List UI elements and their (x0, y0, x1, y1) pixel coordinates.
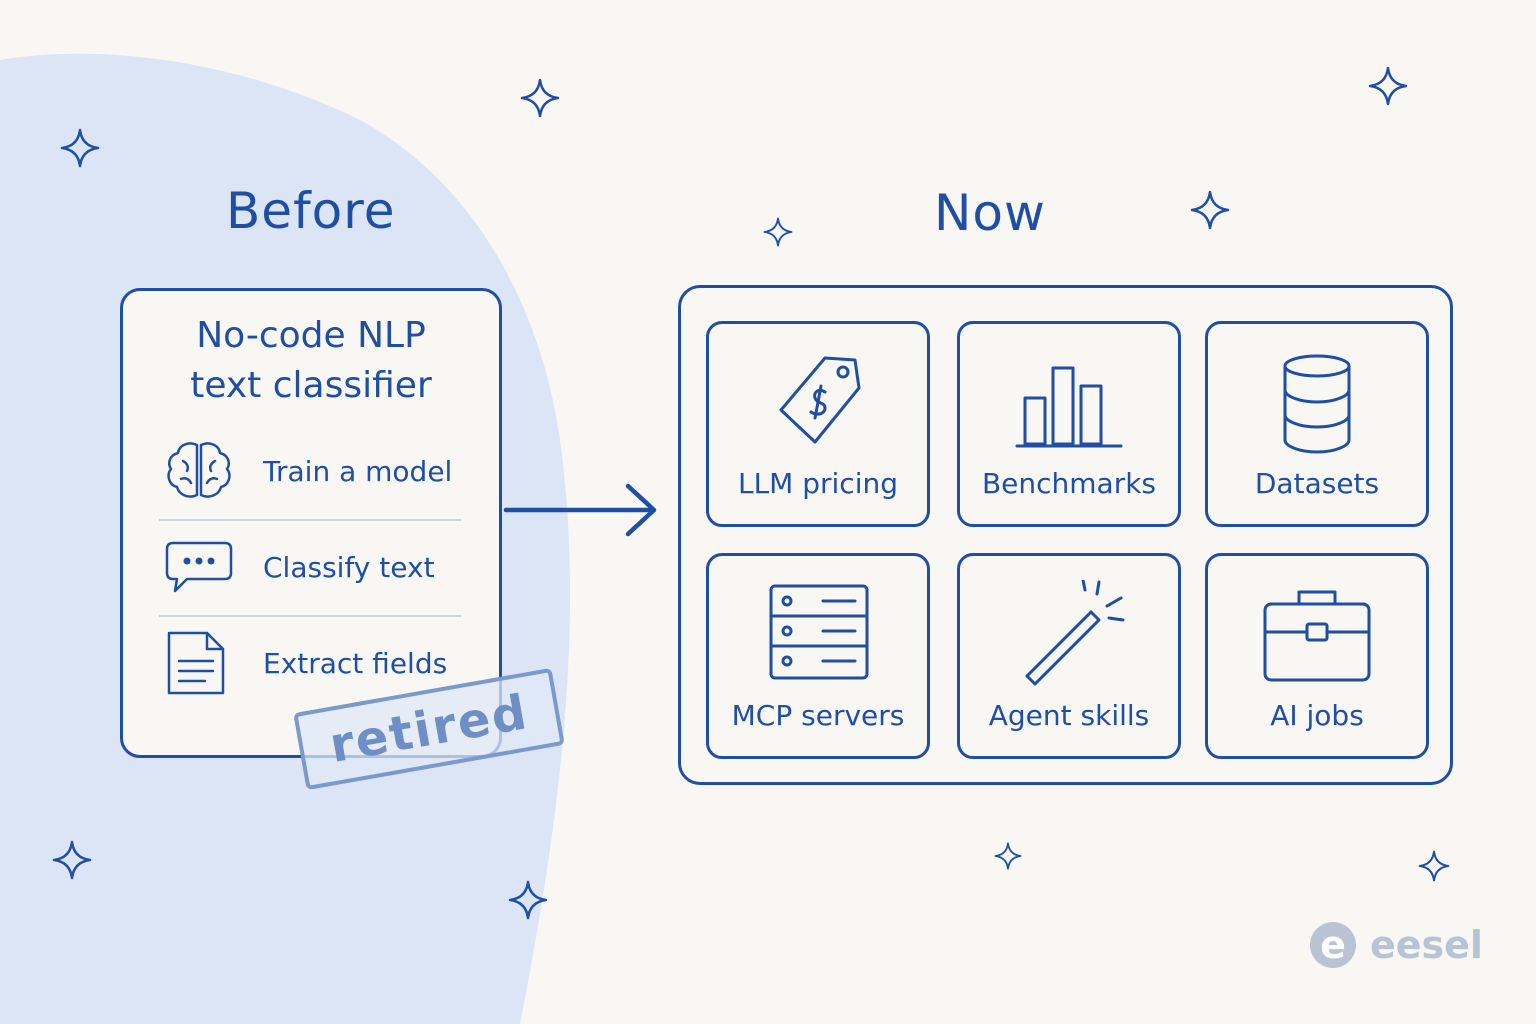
card-title-line1: No-code NLP (196, 315, 426, 356)
divider (159, 519, 461, 521)
logo-mark: e (1310, 922, 1356, 968)
eesel-logo: e eesel (1310, 922, 1483, 968)
tile-agent-skills: Agent skills (957, 553, 1181, 759)
feature-classify-text: Classify text (161, 527, 469, 607)
before-card: No-code NLP text classifier Train a mode… (120, 288, 502, 758)
feature-label: Classify text (263, 550, 435, 584)
feature-label: Train a model (263, 454, 453, 488)
tile-benchmarks: Benchmarks (957, 321, 1181, 527)
bar-chart-icon (1015, 366, 1123, 448)
document-icon (167, 631, 225, 695)
tile-label: MCP servers (731, 699, 905, 732)
tile-datasets: Datasets (1205, 321, 1429, 527)
sparkle-icon (1368, 66, 1408, 106)
now-panel: LLM pricing Benchmarks Datasets (678, 285, 1453, 785)
sparkle-icon (508, 880, 548, 920)
briefcase-icon (1263, 590, 1371, 682)
arrow-right-icon (503, 483, 657, 537)
tile-label: Benchmarks (981, 467, 1157, 500)
now-heading: Now (934, 184, 1046, 242)
sparkle-icon (994, 842, 1022, 870)
feature-train-model: Train a model (161, 431, 469, 511)
brain-icon (167, 442, 231, 498)
divider (159, 615, 461, 617)
sparkle-icon (1190, 190, 1230, 230)
chat-bubble-icon (165, 541, 233, 593)
feature-extract-fields: Extract fields (161, 623, 469, 703)
magic-wand-icon (1025, 580, 1125, 686)
tile-label: Agent skills (988, 699, 1150, 732)
sparkle-icon (763, 217, 793, 247)
tile-llm-pricing: LLM pricing (706, 321, 930, 527)
sparkle-icon (60, 128, 100, 168)
tile-label: LLM pricing (737, 467, 898, 500)
sparkle-icon (520, 78, 560, 118)
tile-label: AI jobs (1270, 699, 1364, 732)
database-icon (1283, 354, 1351, 454)
price-tag-icon (779, 356, 861, 444)
feature-label: Extract fields (263, 646, 448, 680)
before-heading: Before (226, 182, 396, 240)
tile-mcp-servers: MCP servers (706, 553, 930, 759)
sparkle-icon (1418, 850, 1450, 882)
server-icon (769, 584, 869, 680)
tile-label: Datasets (1254, 467, 1380, 500)
card-title-line2: text classifier (190, 365, 432, 406)
logo-text: eesel (1370, 923, 1483, 967)
sparkle-icon (52, 840, 92, 880)
tile-ai-jobs: AI jobs (1205, 553, 1429, 759)
